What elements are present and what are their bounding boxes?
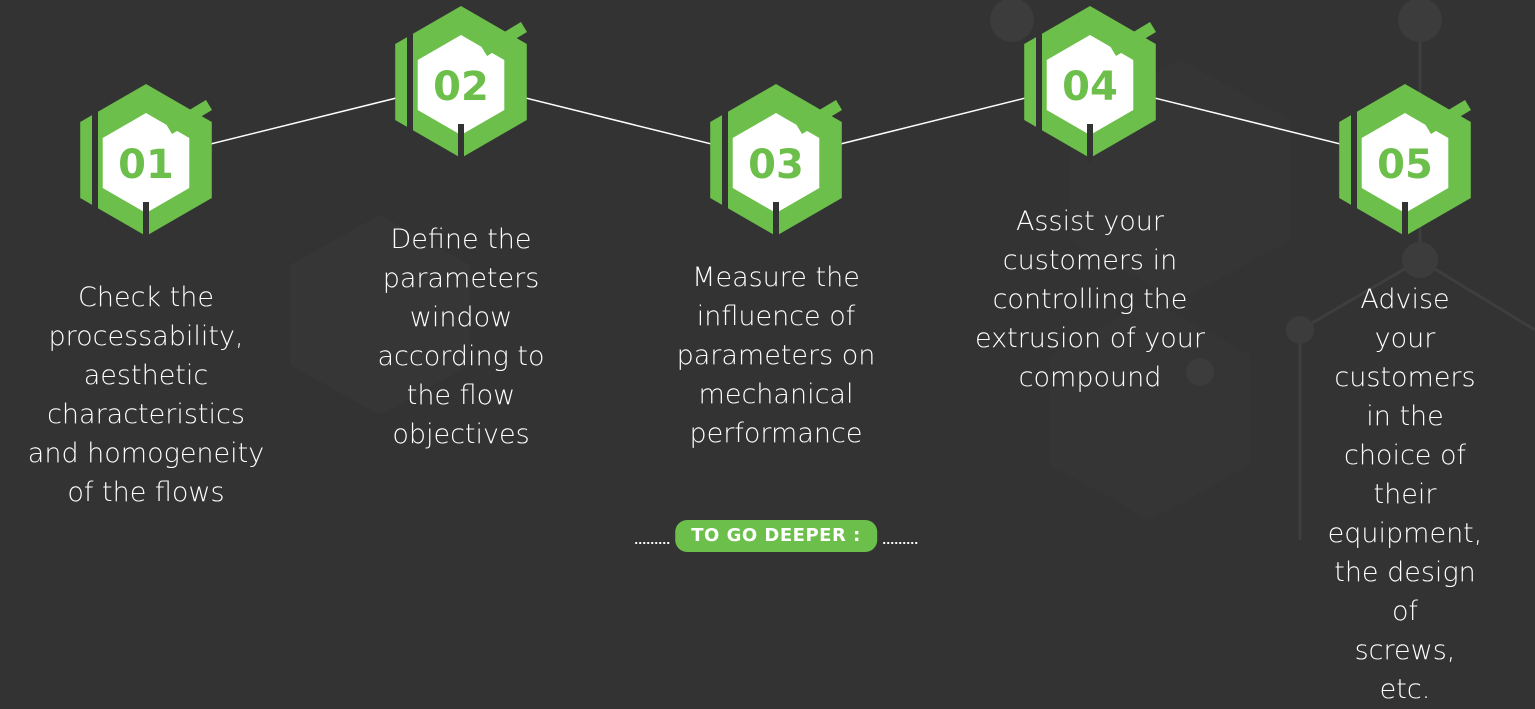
step-number: 04: [1062, 64, 1118, 110]
step-description-01: Check the processability, aesthetic char…: [27, 282, 265, 508]
step-badge-01: 01: [80, 84, 212, 242]
notch-top-right: [1425, 100, 1471, 134]
notch-bottom: [143, 202, 149, 242]
notch-top-right: [796, 100, 842, 134]
step-number: 02: [433, 64, 489, 110]
notch-left: [722, 112, 728, 212]
footer: TO GO DEEPER :: [635, 520, 917, 552]
notch-top-right: [166, 100, 212, 134]
notch-left: [1351, 112, 1357, 212]
notch-left: [407, 34, 413, 134]
notch-top-right: [481, 22, 527, 56]
notch-left: [1036, 34, 1042, 134]
notch-bottom: [1402, 202, 1408, 242]
hexagon-inner: [1361, 113, 1449, 213]
step-number: 03: [748, 142, 804, 188]
step-description-04: Assist your customers in controlling the…: [974, 206, 1206, 393]
step-badge-02: 02: [395, 6, 527, 164]
step-description-05: Advise your customers in the choice of t…: [1327, 284, 1483, 705]
process-diagram: 01 02 03 04 05: [80, 6, 1535, 540]
hexagon-inner: [417, 35, 505, 135]
step-badge-05: 05: [1339, 84, 1471, 242]
step-badges: 01 02 03 04 05: [80, 6, 1471, 242]
notch-bottom: [773, 202, 779, 242]
hexagon-inner: [1046, 35, 1134, 135]
notch-top-right: [1110, 22, 1156, 56]
notch-bottom: [458, 124, 464, 164]
notch-left: [92, 112, 98, 212]
hexagon-inner: [102, 113, 190, 213]
notch-bottom: [1087, 124, 1093, 164]
step-number: 01: [118, 142, 174, 188]
step-description-02: Define the parameters window according t…: [377, 224, 545, 450]
go-deeper-label: TO GO DEEPER :: [675, 520, 877, 552]
step-badge-04: 04: [1024, 6, 1156, 164]
step-number: 05: [1377, 142, 1433, 188]
step-description-03: Measure the influence of parameters on m…: [676, 262, 876, 449]
step-badge-03: 03: [710, 84, 842, 242]
footer-dots-left: [635, 542, 670, 544]
footer-dots-right: [882, 542, 917, 544]
hexagon-inner: [732, 113, 820, 213]
